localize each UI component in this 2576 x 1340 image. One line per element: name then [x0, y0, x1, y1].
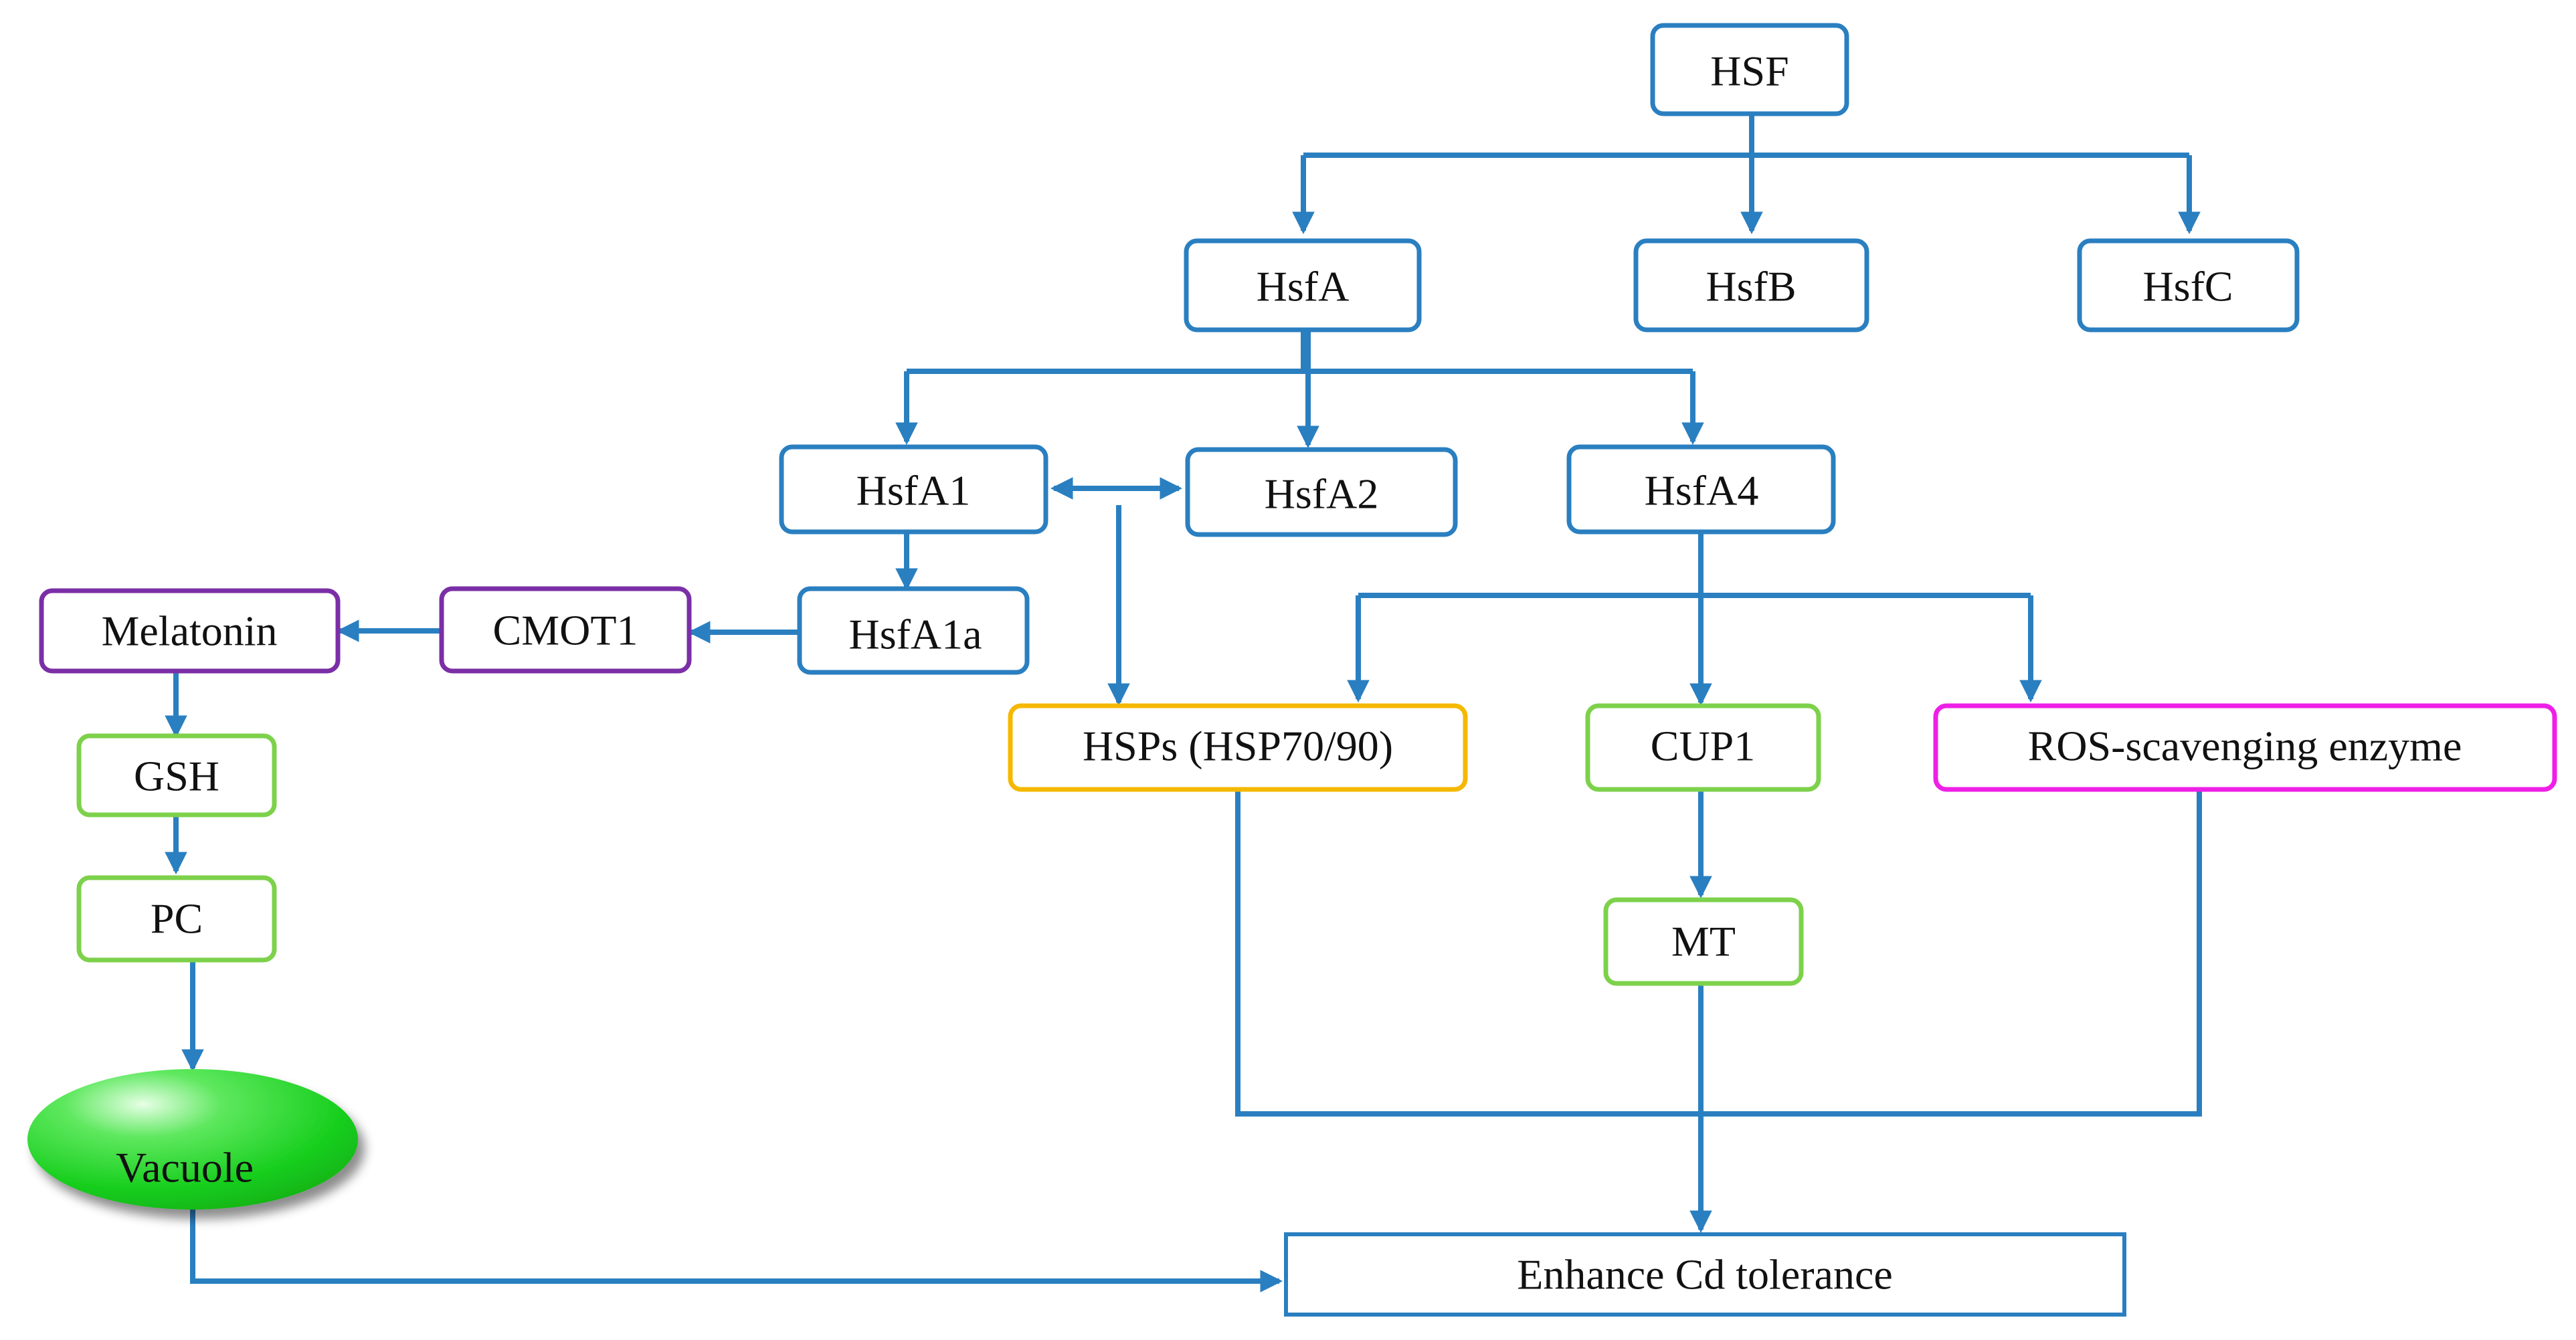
node-vacuole: Vacuole [27, 1069, 358, 1210]
node-hsps-label: HSPs (HSP70/90) [1083, 723, 1393, 770]
node-hsfa: HsfA [1184, 238, 1422, 332]
node-ros-box [1933, 703, 2557, 792]
node-ros-label: ROS-scavenging enzyme [2028, 723, 2462, 770]
node-gsh-label: GSH [134, 753, 219, 800]
node-hsfb-label: HsfB [1706, 263, 1796, 310]
node-hsfa4-box [1566, 444, 1836, 535]
node-hsf-label: HSF [1710, 47, 1788, 95]
node-hsfa1a-label: HsfA1a [848, 611, 982, 658]
node-hsfa1-label: HsfA1 [856, 467, 971, 514]
node-melatonin-label: Melatonin [101, 607, 277, 655]
node-hsps: HSPs (HSP70/90) [1008, 703, 1468, 792]
node-hsfa2-box [1185, 447, 1458, 537]
node-vacuole-label: Vacuole [116, 1144, 254, 1191]
node-hsfa1a-box [797, 586, 1030, 675]
node-enhance-cd-tolerance: Enhance Cd tolerance [1284, 1232, 2126, 1317]
nodes: HSF HsfA HsfB HsfC HsfA1 HsfA2 [27, 23, 2557, 1317]
node-cup1-box [1585, 703, 1821, 792]
node-outcome-box [1284, 1232, 2126, 1317]
node-hsfa4-label: HsfA4 [1645, 467, 1759, 514]
node-hsfa2-label: HsfA2 [1265, 470, 1379, 518]
node-gsh: GSH [76, 733, 277, 818]
node-mt: MT [1603, 897, 1804, 986]
node-cmot1: CMOT1 [439, 586, 692, 674]
node-hsfb-box [1633, 238, 1869, 332]
node-hsfa-box [1184, 238, 1422, 332]
node-hsfa-label: HsfA [1257, 263, 1350, 310]
edge-hsps-ros-merge [1235, 789, 2202, 1117]
node-mt-box [1603, 897, 1804, 986]
node-hsf-box [1650, 23, 1849, 116]
node-hsps-box [1008, 703, 1468, 792]
node-hsfc-box [2077, 238, 2300, 332]
node-cmot1-box [439, 586, 692, 674]
node-hsfa2: HsfA2 [1185, 447, 1458, 537]
node-outcome-label: Enhance Cd tolerance [1517, 1251, 1893, 1299]
node-pc-box [76, 875, 277, 963]
vacuole-ellipse [27, 1069, 358, 1210]
node-mt-label: MT [1671, 918, 1736, 965]
node-cmot1-label: CMOT1 [493, 607, 638, 654]
node-hsfa1a: HsfA1a [797, 586, 1030, 675]
node-hsfc-label: HsfC [2142, 263, 2233, 310]
node-cup1: CUP1 [1585, 703, 1821, 792]
node-gsh-box [76, 733, 277, 818]
node-hsfa4: HsfA4 [1566, 444, 1836, 535]
node-hsfa1-box [779, 444, 1048, 535]
node-hsf: HSF [1650, 23, 1849, 116]
node-hsfa1: HsfA1 [779, 444, 1048, 535]
connectors [165, 114, 2202, 1293]
node-cup1-label: CUP1 [1651, 723, 1756, 770]
node-hsfb: HsfB [1633, 238, 1869, 332]
node-melatonin: Melatonin [39, 588, 341, 674]
node-hsfc: HsfC [2077, 238, 2300, 332]
node-pc-label: PC [151, 895, 203, 943]
arrow-vacuole-to-outcome [190, 1210, 1283, 1293]
node-ros-scavenging-enzyme: ROS-scavenging enzyme [1933, 703, 2557, 792]
node-pc: PC [76, 875, 277, 963]
node-melatonin-box [39, 588, 341, 674]
